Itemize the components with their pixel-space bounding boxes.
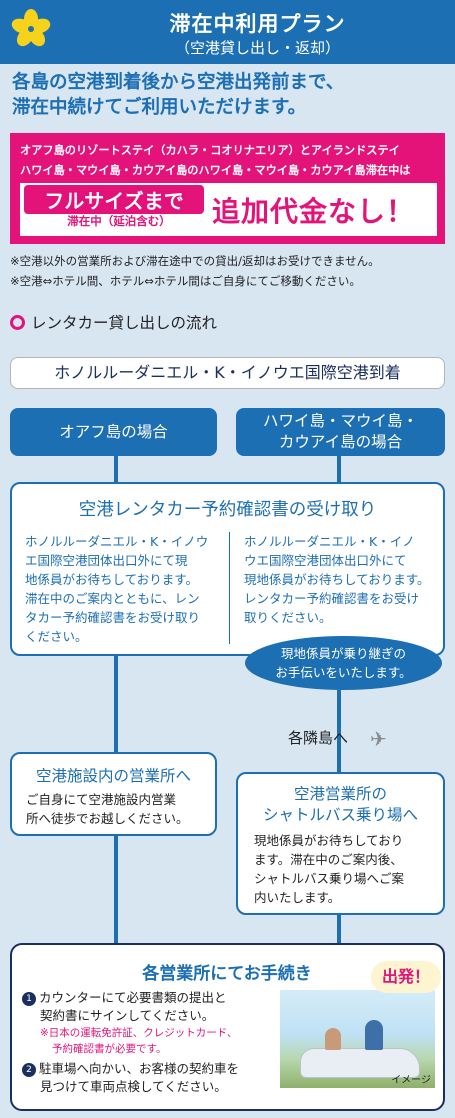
- connector-line: [337, 915, 341, 944]
- facility-text: ご自身にて空港施設内営業 所へ徒歩でお越しください。: [26, 790, 216, 828]
- warning-line-2: 予約確認書が必要です。: [52, 1043, 167, 1055]
- text-line: 現地係員がお待ちしており: [254, 833, 404, 848]
- promo-banner: オアフ島のリゾートステイ（カハラ・コオリナエリア）とアイランドステイ ハワイ島・…: [10, 133, 445, 244]
- step-number: 2: [22, 1063, 36, 1077]
- arrival-box: ホノルルーダニエル・K・イノウエ国際空港到着: [10, 357, 445, 389]
- lead-text: 各島の空港到着後から空港出発前まで、 滞在中続けてご利用いただけます。: [12, 70, 448, 120]
- connector-line: [114, 456, 118, 486]
- oval-line-2: お手伝いをいたします。: [275, 665, 412, 680]
- step2-line-2: 見つけて車両点検してください。: [40, 1079, 227, 1094]
- text-line: 滞在中のご案内とともに、レン: [25, 591, 200, 606]
- confirmation-box: 空港レンタカー予約確認書の受け取り ホノルルーダニエル・K・イノウ エ国際空港団…: [10, 482, 445, 656]
- promo-highlight: フルサイズまで 滞在中（延泊含む） 追加代金なし！: [20, 183, 437, 236]
- facility-office-box: 空港施設内の営業所へ ご自身にて空港施設内営業 所へ徒歩でお越しください。: [10, 752, 217, 836]
- connector-line: [337, 456, 341, 486]
- stay-note: 滞在中（延泊含む）: [67, 214, 171, 228]
- connector-line: [114, 655, 118, 752]
- car-photo: イメージ: [280, 990, 435, 1088]
- text-line: レンタカー予約確認書をお受け: [244, 591, 420, 606]
- confirmation-title: 空港レンタカー予約確認書の受け取り: [78, 500, 377, 520]
- text-line: 内いたします。: [254, 890, 341, 905]
- tab-islands-line-1: ハワイ島・マウイ島・: [262, 412, 418, 430]
- circle-icon: [10, 315, 25, 330]
- airplane-icon: ✈: [370, 727, 387, 751]
- hibiscus-icon: [10, 8, 52, 50]
- text-line: ご自身にて空港施設内営業: [26, 792, 177, 807]
- image-label: イメージ: [391, 1075, 431, 1086]
- text-line: ください。: [25, 629, 88, 644]
- fullsize-label: フルサイズまで: [24, 185, 204, 214]
- lead-line-2: 滞在中続けてご利用いただけます。: [12, 97, 307, 118]
- step1-line-2: 契約書にサインしてください。: [40, 1008, 215, 1023]
- shuttle-title-line-1: 空港営業所の: [293, 785, 387, 803]
- text-line: 取りください。: [244, 610, 332, 625]
- shuttle-title-line-2: シャトルバス乗り場へ: [262, 806, 418, 824]
- shuttle-stop-box: 空港営業所の シャトルバス乗り場へ 現地係員がお待ちしており ます。滞在中のご案…: [236, 772, 445, 915]
- confirmation-text-islands: ホノルルーダニエル・K・イノ ウエ国際空港団体出口外にて 現地係員がお待ちしてお…: [244, 532, 444, 627]
- driver: [365, 1020, 383, 1050]
- header-banner: 滞在中利用プラン （空港貸し出し・返却）: [0, 0, 455, 64]
- promo-conditions: オアフ島のリゾートステイ（カハラ・コオリナエリア）とアイランドステイ ハワイ島・…: [20, 141, 439, 181]
- transfer-assist-badge: 現地係員が乗り継ぎの お手伝いをいたします。: [245, 636, 442, 690]
- connector-line: [114, 836, 118, 944]
- connector-line: [337, 690, 341, 772]
- text-line: 地係員がお待ちしております。: [25, 572, 199, 587]
- text-line: 現地係員がお待ちしております。: [244, 572, 430, 587]
- no-charge-label: 追加代金なし！: [212, 195, 416, 228]
- tab-islands-line-2: カウアイ島の場合: [278, 433, 403, 451]
- page-subtitle: （空港貸し出し・返却）: [174, 39, 340, 57]
- text-line: タカー予約確認書をお受け取り: [25, 610, 201, 625]
- note-line-1: ※空港以外の営業所および滞在途中での貸出/返却はお受けできません。: [10, 254, 380, 268]
- note-line-2: ※空港⇔ホテル間、ホテル⇔ホテル間はご自身にてご移動ください。: [10, 274, 361, 288]
- shuttle-title: 空港営業所の シャトルバス乗り場へ: [238, 784, 443, 826]
- confirmation-text-oahu: ホノルルーダニエル・K・イノウ エ国際空港団体出口外にて現 地係員がお待ちしてお…: [25, 532, 230, 646]
- text-line: ホノルルーダニエル・K・イノ: [244, 534, 415, 549]
- step1-line-1: カウンターにて必要書類の提出と: [39, 990, 227, 1005]
- step2-line-1: 駐車場へ向かい、お客様の契約車を: [39, 1061, 240, 1076]
- promo-line-2: ハワイ島・マウイ島・カウアイ島のハワイ島・マウイ島・カウアイ島滞在中は: [20, 164, 411, 177]
- promo-line-1: オアフ島のリゾートステイ（カハラ・コオリナエリア）とアイランドステイ: [20, 144, 400, 157]
- neighbor-islands-label: 各隣島へ: [288, 729, 349, 747]
- text-line: ます。滞在中のご案内後、: [254, 852, 403, 867]
- text-line: エ国際空港団体出口外にて現: [25, 553, 188, 568]
- page-title: 滞在中利用プラン: [169, 12, 346, 36]
- facility-title: 空港施設内の営業所へ: [35, 767, 191, 785]
- flow-heading: レンタカー貸し出しの流れ: [10, 311, 217, 333]
- text-line: ウエ国際空港団体出口外にて: [244, 553, 407, 568]
- notes: ※空港以外の営業所および滞在途中での貸出/返却はお受けできません。 ※空港⇔ホテ…: [10, 251, 450, 291]
- text-line: シャトルバス乗り場へご案: [254, 871, 405, 886]
- text-line: ホノルルーダニエル・K・イノウ: [25, 534, 209, 549]
- step-number: 1: [22, 992, 36, 1006]
- lead-line-1: 各島の空港到着後から空港出発前まで、: [12, 72, 345, 93]
- flow-heading-label: レンタカー貸し出しの流れ: [31, 314, 218, 332]
- passenger: [325, 1028, 341, 1050]
- tab-neighbor-islands: ハワイ島・マウイ島・ カウアイ島の場合: [236, 408, 445, 456]
- shuttle-text: 現地係員がお待ちしており ます。滞在中のご案内後、 シャトルバス乗り場へご案 内…: [254, 831, 444, 907]
- text-line: 所へ徒歩でお越しください。: [26, 811, 189, 826]
- warning-line-1: ※日本の運転免許証、クレジットカード、: [40, 1027, 238, 1039]
- convertible-car: [300, 1048, 420, 1078]
- oval-line-1: 現地係員が乗り継ぎの: [280, 646, 406, 661]
- departure-badge: 出発！: [371, 961, 441, 993]
- procedures-title: 各営業所にてお手続き: [142, 964, 312, 984]
- divider: [229, 532, 230, 644]
- tab-oahu: オアフ島の場合: [10, 408, 217, 456]
